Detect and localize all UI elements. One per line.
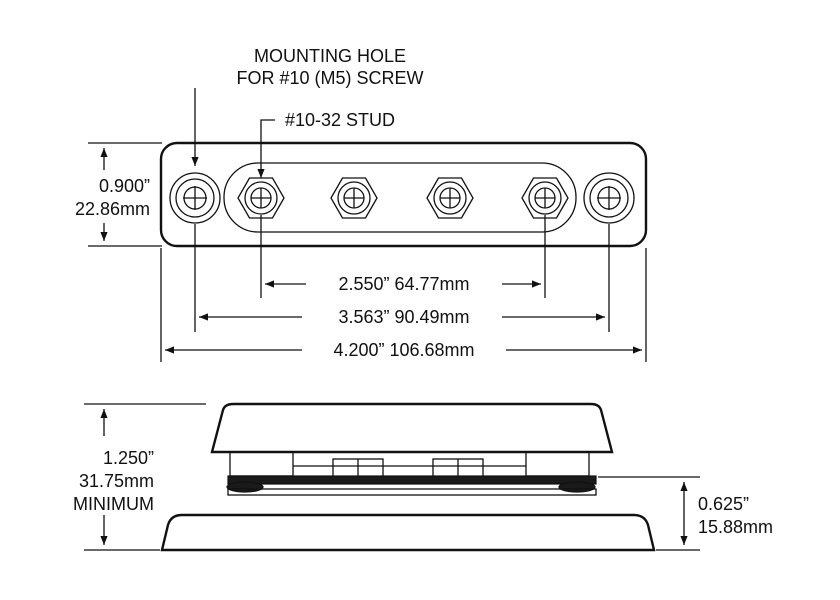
total-height-mm-label: 31.75mm (79, 471, 154, 491)
base-height-inch-label: 0.625” (698, 494, 749, 514)
mounting-hole-right (583, 172, 635, 224)
side-view: 1.250” 31.75mm MINIMUM 0.625” 15.88mm (73, 402, 773, 552)
mounting-hole-label-line1: MOUNTING HOLE (254, 46, 406, 66)
stud-span-label: 2.550” 64.77mm (338, 274, 469, 294)
stud-3 (426, 177, 474, 219)
stud-channel-outline (223, 162, 577, 233)
stud-4 (521, 177, 569, 219)
busbar-strip (227, 475, 597, 485)
stud-1 (237, 177, 285, 219)
cover-outline (210, 402, 614, 454)
stud-leader (257, 119, 275, 178)
base-outline (160, 513, 656, 552)
mounting-hole-left (169, 172, 221, 224)
height-mm-label: 22.86mm (75, 199, 150, 219)
cover-foot-right (525, 451, 590, 477)
height-inch-label: 0.900” (99, 176, 150, 196)
busbar-body-outline (159, 141, 648, 248)
total-height-inch-label: 1.250” (103, 448, 154, 468)
mounting-hole-label-line2: FOR #10 (M5) SCREW (236, 68, 423, 88)
overall-length-label: 4.200” 106.68mm (333, 340, 474, 360)
stud-2 (330, 177, 378, 219)
top-view: MOUNTING HOLE FOR #10 (M5) SCREW #10-32 … (75, 46, 648, 362)
lower-strip (227, 488, 597, 496)
stud-label: #10-32 STUD (285, 110, 395, 130)
total-height-note: MINIMUM (73, 494, 154, 514)
hole-span-label: 3.563” 90.49mm (338, 307, 469, 327)
base-height-mm-label: 15.88mm (698, 517, 773, 537)
cover-foot-left (229, 451, 294, 477)
